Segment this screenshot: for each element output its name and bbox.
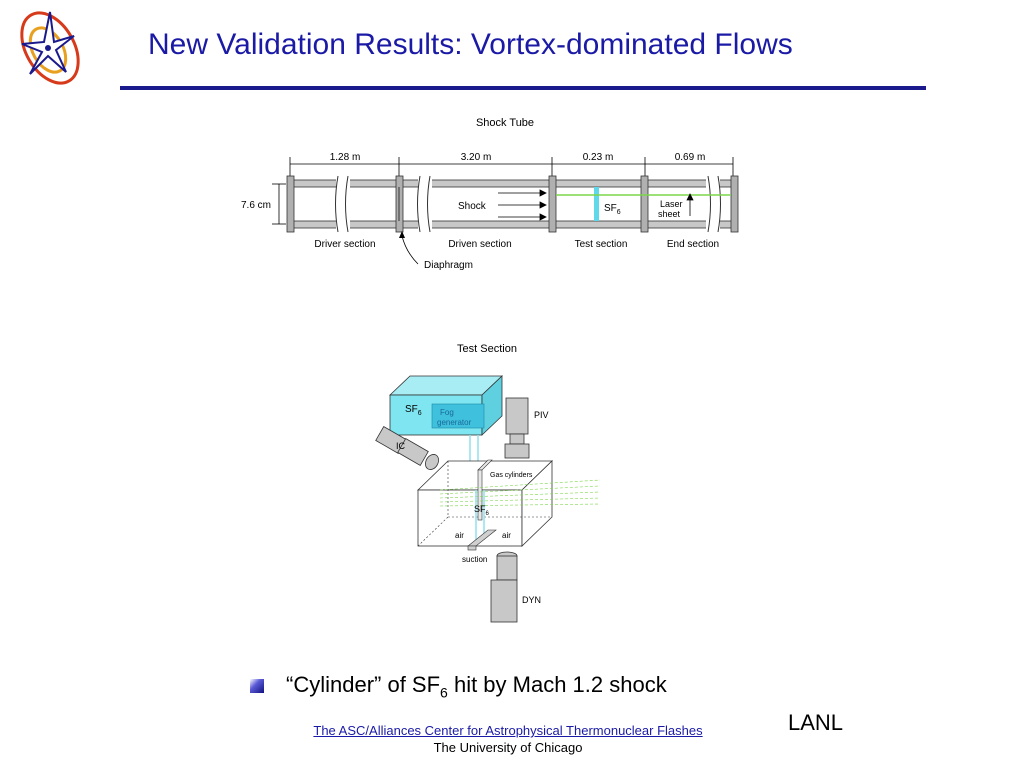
tube-sf6-label: SF6 — [604, 203, 621, 216]
title-underline — [120, 86, 926, 90]
dimension-driven: 3.20 m — [461, 152, 492, 163]
footer: The ASC/Alliances Center for Astrophysic… — [258, 722, 758, 756]
generator-label: generator — [437, 418, 472, 427]
dimension-driver: 1.28 m — [330, 152, 361, 163]
suction-label: suction — [462, 555, 487, 564]
test-section-title: Test Section — [457, 343, 517, 355]
bullet-item: “Cylinder” of SF6 hit by Mach 1.2 shock — [250, 672, 667, 700]
test-section-diagram: Test Section Fog generator SF6 IC PIV — [375, 343, 601, 623]
flash-center-logo — [20, 11, 80, 85]
laser-label: Laser — [660, 199, 683, 209]
piv-label: PIV — [534, 410, 549, 420]
tube-height-label: 7.6 cm — [241, 200, 271, 211]
diaphragm-label: Diaphragm — [424, 260, 473, 271]
section-end: End section — [667, 239, 719, 250]
gas-cylinders-label: Gas cylinders — [490, 472, 533, 479]
sheet-label: sheet — [658, 209, 681, 219]
dimension-end: 0.69 m — [675, 152, 706, 163]
dimension-test: 0.23 m — [583, 152, 614, 163]
asc-center-link[interactable]: The ASC/Alliances Center for Astrophysic… — [313, 723, 703, 738]
dyn-label: DYN — [522, 595, 541, 605]
ic-label: IC — [396, 441, 406, 451]
lanl-label: LANL — [788, 710, 844, 735]
institution-label: The University of Chicago — [433, 740, 583, 755]
shock-label: Shock — [458, 201, 487, 212]
section-driven: Driven section — [448, 239, 511, 250]
section-test: Test section — [575, 239, 628, 250]
air-left-label: air — [455, 531, 464, 540]
bullet-square-icon — [250, 679, 264, 694]
fog-label: Fog — [440, 408, 454, 417]
bullet-text: “Cylinder” of SF6 hit by Mach 1.2 shock — [286, 672, 667, 701]
cylinder-sf6-label: SF6 — [474, 504, 490, 517]
section-driver: Driver section — [314, 239, 375, 250]
air-right-label: air — [502, 531, 511, 540]
box-sf6-label: SF6 — [405, 404, 422, 417]
shock-tube-diagram: Shock Tube 1.28 m 3.20 m 0.23 m 0.69 m 7… — [241, 117, 739, 271]
slide-title: New Validation Results: Vortex-dominated… — [148, 28, 793, 61]
shock-tube-title: Shock Tube — [476, 117, 534, 129]
